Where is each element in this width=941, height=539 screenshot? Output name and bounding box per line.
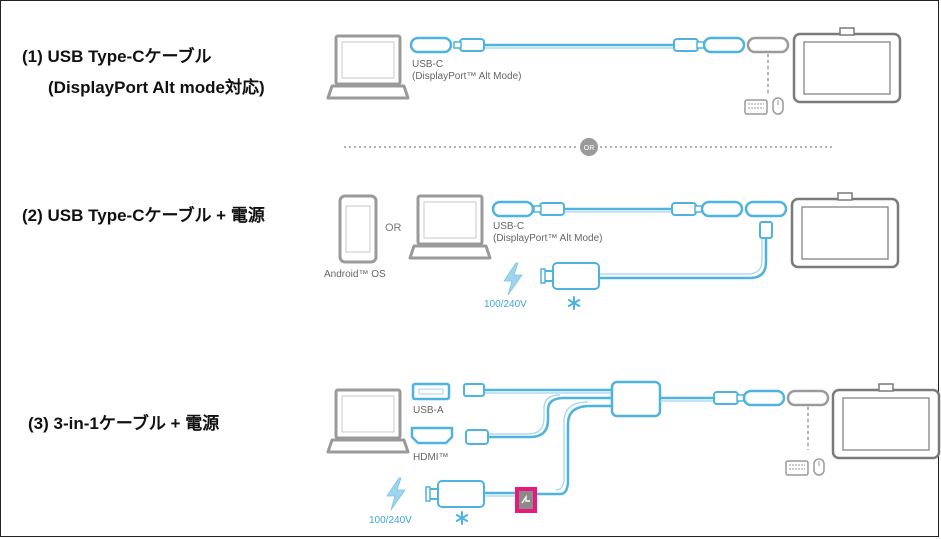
- section3-tablet-port: [786, 389, 830, 407]
- section1-title-line2: (DisplayPort Alt mode対応): [48, 78, 265, 97]
- hdmi-port-icon: [410, 426, 454, 445]
- hdmi-label: HDMI™: [413, 452, 449, 463]
- section3-star-icon: [455, 511, 469, 525]
- section2-voltage: 100/240V: [484, 299, 527, 310]
- or-divider-badge: [580, 138, 598, 156]
- section3-keyboard-mouse-icon: [785, 458, 825, 476]
- section1-cable: [453, 38, 705, 52]
- section2-laptop: [408, 194, 492, 260]
- usb-a-port-icon: [411, 382, 451, 401]
- or-divider-label: OR: [584, 145, 595, 152]
- highlighted-connector-icon: [515, 487, 537, 513]
- section2-tablet-port: [744, 200, 788, 218]
- three-in-one-cable: [463, 380, 745, 496]
- section2-power-adapter: [540, 262, 600, 290]
- section1-cable-label-2: (DisplayPort™ Alt Mode): [412, 71, 522, 82]
- section2-cable-label-1: USB-C: [493, 221, 525, 232]
- section1-tablet-port: [746, 36, 790, 54]
- section3-pen-tablet: [831, 382, 941, 460]
- section3-title: (3) 3-in-1ケーブル + 電源: [28, 414, 220, 433]
- section2-cable-end-port: [700, 200, 744, 218]
- section2-power-cable: [600, 221, 773, 280]
- usb-a-label: USB-A: [413, 405, 444, 416]
- section2-cable: [533, 202, 703, 216]
- android-phone-icon: [338, 194, 378, 264]
- section1-pen-tablet: [792, 26, 902, 104]
- section2-or-label: OR: [385, 222, 402, 234]
- section3-power-adapter: [425, 480, 485, 508]
- android-label: Android™ OS: [324, 269, 386, 280]
- section2-cable-label-2: (DisplayPort™ Alt Mode): [493, 233, 603, 244]
- section1-keyboard-mouse-icon: [744, 97, 784, 115]
- section3-power-bolt-icon: [386, 477, 406, 511]
- section2-power-bolt-icon: [503, 262, 523, 296]
- section3-voltage: 100/240V: [369, 515, 412, 526]
- section3-cable-end-port: [742, 389, 786, 407]
- section2-title: (2) USB Type-Cケーブル + 電源: [22, 206, 265, 225]
- section1-laptop-port: [409, 36, 453, 54]
- section2-laptop-port: [491, 200, 535, 218]
- section2-star-icon: [567, 296, 581, 310]
- section1-cable-end-port: [702, 36, 746, 54]
- section3-laptop: [326, 388, 410, 454]
- section1-title-line1: (1) USB Type-Cケーブル: [22, 47, 212, 66]
- section2-pen-tablet: [790, 191, 900, 269]
- section1-cable-label-1: USB-C: [412, 59, 444, 70]
- section1-laptop: [326, 34, 410, 100]
